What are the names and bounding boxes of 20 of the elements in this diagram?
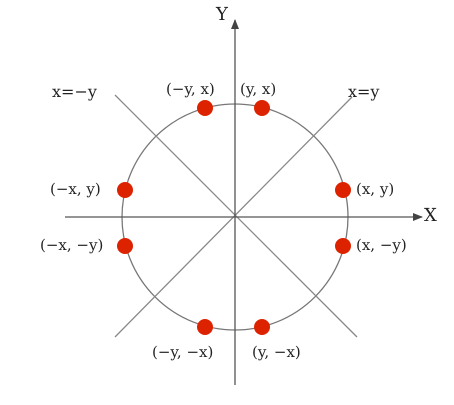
point-marker xyxy=(335,182,351,198)
axis-label: Y xyxy=(216,6,228,24)
point-marker xyxy=(117,238,133,254)
coordinate-label: (−x, −y) xyxy=(40,236,104,254)
point-marker xyxy=(117,182,133,198)
coordinate-label: (y, x) xyxy=(240,80,276,98)
coordinate-label: (−y, x) xyxy=(166,80,215,98)
point-marker xyxy=(197,319,213,335)
axis-label: X xyxy=(424,207,437,225)
line-equation: x=y xyxy=(348,83,380,101)
point-marker xyxy=(254,319,270,335)
coordinate-label: (x, −y) xyxy=(356,236,407,254)
point-marker xyxy=(335,238,351,254)
point-marker xyxy=(254,100,270,116)
line-equation: x=−y xyxy=(52,83,97,101)
coordinate-label: (y, −x) xyxy=(252,343,301,361)
coordinate-label: (x, y) xyxy=(356,180,394,198)
point-marker xyxy=(197,100,213,116)
coordinate-label: (−x, y) xyxy=(50,180,101,198)
coordinate-label: (−y, −x) xyxy=(152,343,214,361)
